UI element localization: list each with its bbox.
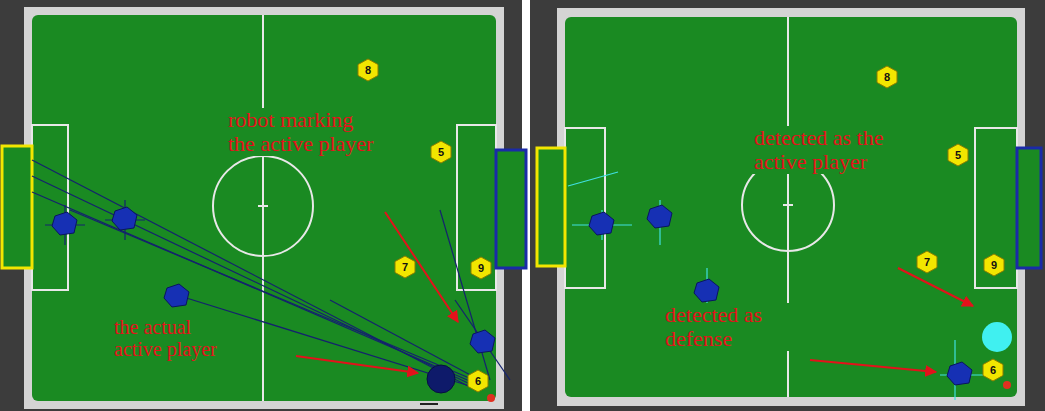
robot-number: 8 [884,72,890,83]
robot-marker: 5 [429,140,453,164]
robot-number: 5 [438,147,444,158]
robot-number: 7 [402,262,408,273]
robot-marker: 9 [469,256,493,280]
annotation-text: the actual active player [112,316,228,360]
left-field [0,0,526,411]
robot-marker: 8 [356,58,380,82]
robot-marker: 8 [875,65,899,89]
robot-number: 6 [990,365,996,376]
robot-number: 5 [955,150,961,161]
robot-number: 6 [475,376,481,387]
robot-marker: 7 [915,250,939,274]
robot-marker: 6 [466,369,490,393]
robot-number: 7 [924,257,930,268]
robot-number: 8 [365,65,371,76]
annotation-text: robot marking the active player [226,108,382,156]
robot-marker: 9 [982,253,1006,277]
robot-marker: 5 [946,143,970,167]
robot-number: 9 [478,263,484,274]
robot-number: 9 [991,260,997,271]
robot-marker: 6 [981,358,1005,382]
robot-marker: 7 [393,255,417,279]
annotation-text: detected as defense [663,303,789,351]
right-field [530,0,1045,411]
annotation-text: detected as the active player [752,126,908,174]
